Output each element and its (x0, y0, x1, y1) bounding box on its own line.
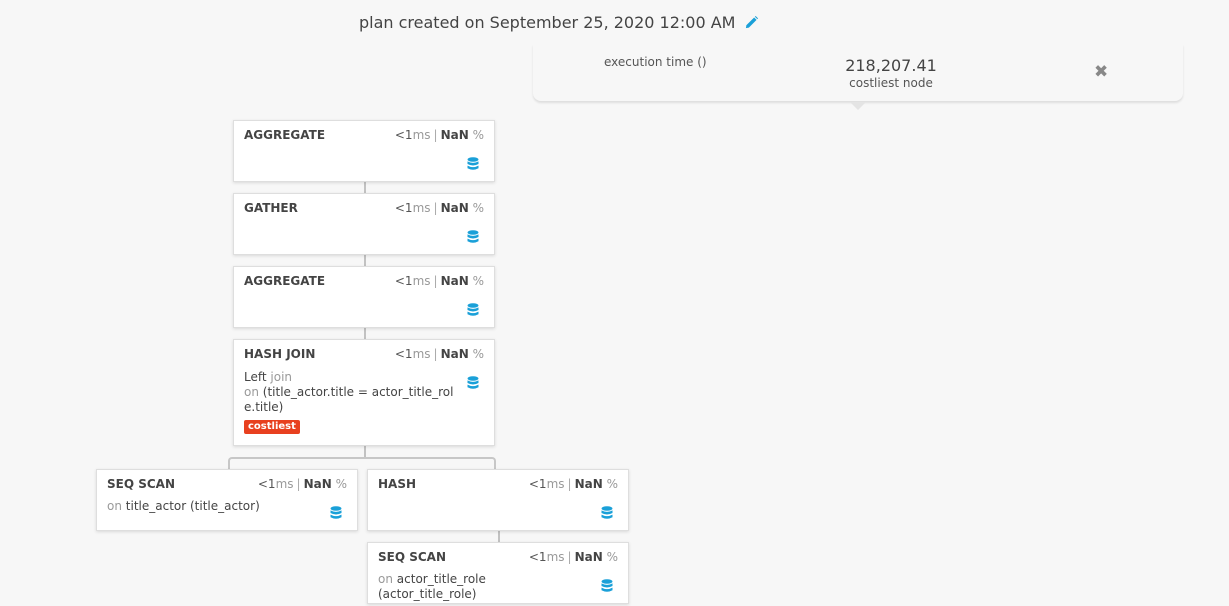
node-stats: <1ms|NaN % (529, 550, 618, 564)
stat-divider: | (433, 201, 438, 215)
node-name: SEQ SCAN (107, 477, 175, 491)
node-time-unit: ms (275, 477, 294, 491)
node-name: GATHER (244, 201, 298, 215)
stat-divider: | (433, 274, 438, 288)
node-time-unit: ms (412, 274, 431, 288)
on-word: on (244, 385, 259, 399)
node-time-value: <1 (528, 550, 547, 564)
node-time-value: <1 (528, 477, 547, 491)
database-icon[interactable] (601, 579, 613, 593)
plan-title: plan created on September 25, 2020 12:00… (359, 13, 759, 32)
node-percent-unit: % (472, 274, 484, 288)
plan-node-gather[interactable]: GATHER <1ms|NaN % (233, 193, 495, 255)
connector-line (364, 254, 366, 266)
on-word: on (107, 499, 122, 513)
plan-node-aggregate[interactable]: AGGREGATE <1ms|NaN % (233, 266, 495, 328)
join-word: join (270, 370, 293, 384)
node-time-unit: ms (546, 550, 565, 564)
node-percent-value: NaN (440, 347, 469, 361)
database-icon[interactable] (330, 506, 342, 520)
node-stats: <1ms|NaN % (395, 347, 484, 361)
node-name: HASH JOIN (244, 347, 316, 361)
node-name: AGGREGATE (244, 274, 326, 288)
node-percent-value: NaN (440, 274, 469, 288)
costliest-badge: costliest (244, 420, 300, 434)
node-stats: <1ms|NaN % (529, 477, 618, 491)
node-time-value: <1 (394, 201, 413, 215)
plan-node-seq-scan[interactable]: SEQ SCAN <1ms|NaN % on title_actor (titl… (96, 469, 358, 531)
plan-node-hash-join[interactable]: HASH JOIN <1ms|NaN % Left join on (title… (233, 339, 495, 446)
node-percent-value: NaN (440, 128, 469, 142)
plan-node-aggregate[interactable]: AGGREGATE <1ms|NaN % (233, 120, 495, 182)
stat-divider: | (567, 477, 572, 491)
node-percent-unit: % (472, 201, 484, 215)
node-percent-value: NaN (303, 477, 332, 491)
costliest-node-label: costliest node (849, 76, 933, 90)
database-icon[interactable] (601, 506, 613, 520)
node-time-value: <1 (394, 347, 413, 361)
database-icon[interactable] (467, 157, 479, 171)
plan-node-hash[interactable]: HASH <1ms|NaN % (367, 469, 629, 531)
node-percent-unit: % (472, 128, 484, 142)
database-icon[interactable] (467, 376, 479, 390)
node-relation-detail: on title_actor (title_actor) (107, 499, 317, 514)
stat-divider: | (296, 477, 301, 491)
node-stats: <1ms|NaN % (395, 128, 484, 142)
node-stats: <1ms|NaN % (395, 201, 484, 215)
costliest-node-stat: 218,207.41 costliest node (833, 56, 949, 90)
connector-line (364, 181, 366, 194)
connector-line (364, 327, 366, 340)
stat-divider: | (433, 347, 438, 361)
join-condition: (title_actor.title = actor_title_role.ti… (244, 385, 454, 414)
database-icon[interactable] (467, 303, 479, 317)
relation-name: title_actor (title_actor) (125, 499, 260, 513)
node-join-detail: Left join on (title_actor.title = actor_… (244, 370, 454, 415)
plan-node-seq-scan[interactable]: SEQ SCAN <1ms|NaN % on actor_title_role … (367, 542, 629, 604)
node-stats: <1ms|NaN % (395, 274, 484, 288)
costliest-node-value: 218,207.41 (845, 56, 937, 75)
node-time-value: <1 (394, 274, 413, 288)
connector-line (364, 445, 366, 457)
connector-line (498, 530, 500, 543)
pencil-icon[interactable] (744, 15, 759, 30)
join-type: Left (244, 370, 267, 384)
branch-connector (228, 457, 496, 469)
database-icon[interactable] (467, 230, 479, 244)
node-stats: <1ms|NaN % (258, 477, 347, 491)
node-percent-value: NaN (574, 550, 603, 564)
node-time-unit: ms (412, 128, 431, 142)
close-icon[interactable]: ✖ (1094, 62, 1109, 82)
plan-summary-panel: execution time () 218,207.41 costliest n… (533, 44, 1183, 101)
node-percent-unit: % (606, 550, 618, 564)
node-relation-detail: on actor_title_role (actor_title_role) (378, 572, 588, 602)
stat-divider: | (567, 550, 572, 564)
node-name: AGGREGATE (244, 128, 326, 142)
plan-title-text: plan created on September 25, 2020 12:00… (359, 13, 736, 32)
node-time-unit: ms (412, 347, 431, 361)
node-name: HASH (378, 477, 417, 491)
execution-time-label: execution time () (604, 55, 707, 69)
node-percent-value: NaN (440, 201, 469, 215)
node-time-value: <1 (257, 477, 276, 491)
summary-pointer (850, 102, 866, 110)
node-percent-unit: % (472, 347, 484, 361)
relation-name: actor_title_role (actor_title_role) (378, 572, 486, 601)
node-time-value: <1 (394, 128, 413, 142)
node-percent-unit: % (606, 477, 618, 491)
on-word: on (378, 572, 393, 586)
node-time-unit: ms (546, 477, 565, 491)
node-name: SEQ SCAN (378, 550, 446, 564)
node-percent-value: NaN (574, 477, 603, 491)
node-time-unit: ms (412, 201, 431, 215)
node-percent-unit: % (335, 477, 347, 491)
stat-divider: | (433, 128, 438, 142)
